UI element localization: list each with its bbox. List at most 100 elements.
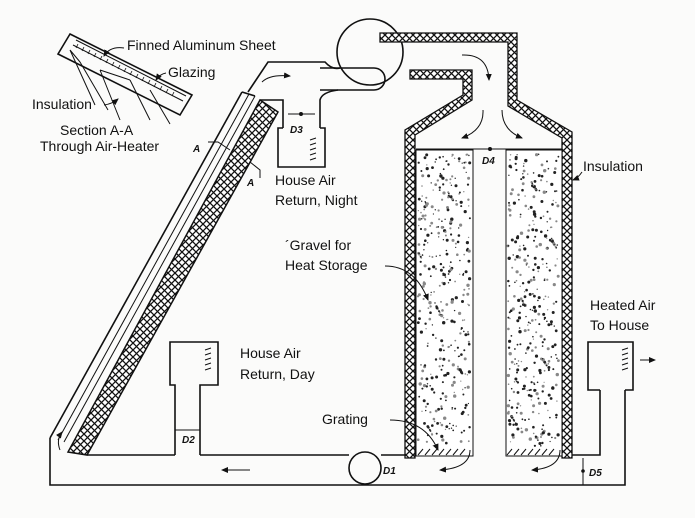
gravel-speck xyxy=(556,357,558,360)
gravel-speck xyxy=(435,432,438,435)
gravel-speck xyxy=(546,320,548,323)
gravel-speck xyxy=(420,170,423,172)
gravel-speck xyxy=(466,374,469,376)
gravel-speck xyxy=(545,262,548,265)
gravel-speck xyxy=(442,321,446,325)
gravel-speck xyxy=(532,212,537,216)
gravel-speck xyxy=(540,445,542,447)
gravel-speck xyxy=(421,185,423,187)
gravel-speck xyxy=(427,242,429,244)
gravel-speck xyxy=(451,408,454,411)
gravel-speck xyxy=(463,319,466,321)
gravel-speck xyxy=(546,229,549,232)
gravel-speck xyxy=(447,359,451,362)
gravel-speck xyxy=(555,300,558,303)
gravel-speck xyxy=(526,235,530,239)
gravel-speck xyxy=(419,227,423,231)
gravel-speck xyxy=(516,391,520,394)
gravel-speck xyxy=(555,413,558,417)
gravel-speck xyxy=(467,236,470,239)
gravel-speck xyxy=(426,383,429,385)
gravel-speck xyxy=(516,406,519,409)
gravel-speck xyxy=(548,269,551,272)
gravel-speck xyxy=(516,363,518,365)
gravel-speck xyxy=(421,254,424,256)
gravel-speck xyxy=(530,181,533,184)
gravel-speck xyxy=(450,344,452,347)
gravel-speck xyxy=(455,246,457,248)
heated-air-outlet xyxy=(587,341,656,391)
gravel-speck xyxy=(539,334,543,338)
gravel-speck xyxy=(447,163,450,166)
gravel-speck xyxy=(418,395,421,398)
gravel-speck xyxy=(531,349,534,352)
gravel-speck xyxy=(515,168,518,172)
gravel-speck xyxy=(554,245,557,248)
gravel-speck xyxy=(441,176,445,180)
gravel-speck xyxy=(508,174,510,176)
gravel-speck xyxy=(523,304,526,307)
gravel-speck xyxy=(508,201,510,204)
gravel-speck xyxy=(517,316,522,320)
gravel-speck xyxy=(554,264,557,267)
gravel-speck xyxy=(545,247,548,250)
gravel-speck xyxy=(455,203,459,206)
gravel-speck xyxy=(418,217,422,221)
gravel-speck xyxy=(424,201,426,203)
gravel-speck xyxy=(424,218,427,221)
gravel-speck xyxy=(452,424,455,427)
gravel-speck xyxy=(447,196,450,199)
gravel-speck xyxy=(436,422,439,425)
gravel-speck xyxy=(424,203,429,207)
gravel-speck xyxy=(551,436,553,439)
gravel-speck xyxy=(418,224,420,227)
gravel-speck xyxy=(510,406,514,409)
insulation-section-label: Insulation xyxy=(32,96,92,112)
gravel-speck xyxy=(542,424,545,427)
gravel-speck xyxy=(535,245,538,248)
gravel-speck xyxy=(521,188,524,192)
gravel-speck xyxy=(458,355,461,357)
gravel-speck xyxy=(532,184,535,187)
gravel-speck xyxy=(439,262,443,266)
gravel-speck xyxy=(454,177,456,179)
section-a-a-inset xyxy=(56,32,194,125)
gravel-speck xyxy=(460,353,463,356)
gravel-speck xyxy=(518,198,520,201)
gravel-speck xyxy=(433,291,435,293)
gravel-speck xyxy=(447,318,449,320)
gravel-speck xyxy=(532,210,536,214)
gravel-speck xyxy=(462,272,465,275)
gravel-speck xyxy=(440,339,444,343)
gravel-speck xyxy=(424,214,427,217)
gravel-speck xyxy=(457,234,461,237)
gravel-speck xyxy=(463,161,466,164)
gravel-speck xyxy=(468,205,470,207)
gravel-speck xyxy=(438,310,440,313)
gravel-speck xyxy=(532,195,536,199)
gravel-speck xyxy=(515,412,518,414)
gravel-speck xyxy=(442,155,444,158)
gravel-speck xyxy=(525,376,527,378)
gravel-speck xyxy=(529,342,532,345)
gravel-speck xyxy=(456,240,460,244)
gravel-speck xyxy=(521,299,524,302)
gravel-speck xyxy=(451,175,454,178)
gravel-speck xyxy=(437,407,440,411)
gravel-speck xyxy=(533,361,536,364)
damper-d3-label: D3 xyxy=(290,125,303,136)
gravel-speck xyxy=(425,328,427,330)
gravel-speck xyxy=(528,292,532,296)
gravel-speck xyxy=(513,295,516,298)
gravel-speck xyxy=(532,432,535,435)
gravel-speck xyxy=(460,327,463,330)
gravel-speck xyxy=(556,400,558,402)
gravel-speck xyxy=(438,236,440,238)
gravel-speck xyxy=(508,422,512,426)
gravel-speck xyxy=(540,436,542,438)
gravel-speck xyxy=(450,217,454,221)
section-title-line2: Through Air-Heater xyxy=(40,138,159,154)
gravel-speck xyxy=(508,204,511,207)
gravel-speck xyxy=(422,285,425,288)
